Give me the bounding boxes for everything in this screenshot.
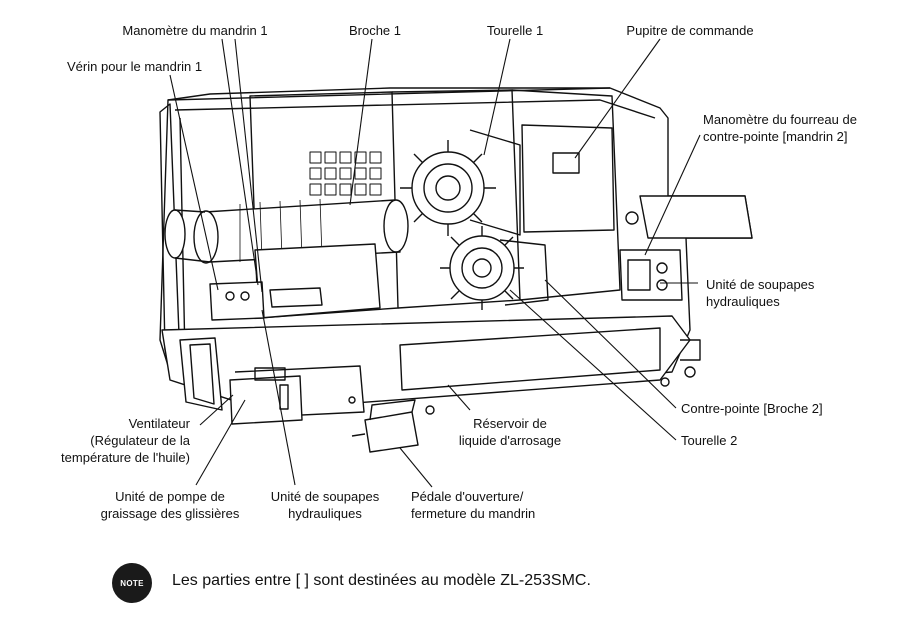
label-spindle-1: Broche 1: [348, 23, 402, 38]
label-turret-1: Tourelle 1: [486, 23, 544, 38]
control-panel-shape: [521, 124, 639, 233]
label-hydraulic-valve-right: Unité de soupapes hydrauliques: [706, 277, 815, 309]
label-hydraulic-valve-bottom: Unité de soupapes hydrauliques: [270, 489, 380, 521]
chuck-1-shape: [164, 209, 186, 259]
leader-lines: [169, 38, 701, 488]
right-housing-shape: [619, 195, 753, 301]
turret-1-shape: [400, 129, 521, 236]
pump-unit-shape: [229, 367, 303, 425]
label-tailstock-manometer: Manomètre du fourreau de contre-pointe […: [703, 112, 857, 144]
label-chuck-cylinder: Vérin pour le mandrin 1: [67, 59, 203, 74]
label-manometer-chuck-1: Manomètre du mandrin 1: [122, 23, 268, 38]
label-tailstock: Contre-pointe [Broche 2]: [681, 401, 823, 416]
caster-wheels: [425, 339, 701, 415]
label-chuck-pedal: Pédale d'ouverture/ fermeture du mandrin: [411, 489, 536, 521]
label-control-panel: Pupitre de commande: [626, 23, 754, 38]
note-text: Les parties entre [ ] sont destinées au …: [172, 572, 591, 589]
note-icon: NOTE: [112, 563, 152, 603]
machine-roof: [167, 87, 610, 101]
label-lubrication-pump: Unité de pompe de graissage des glissièr…: [100, 489, 240, 521]
label-fan-oil-regulator: Ventilateur (Régulateur de la températur…: [61, 416, 190, 465]
pedal-shape: [351, 399, 419, 453]
turret-2-shape: [440, 226, 549, 310]
label-turret-2: Tourelle 2: [681, 433, 738, 448]
keypad-grid: [309, 151, 382, 196]
label-coolant-tank: Réservoir de liquide d'arrosage: [458, 416, 562, 448]
